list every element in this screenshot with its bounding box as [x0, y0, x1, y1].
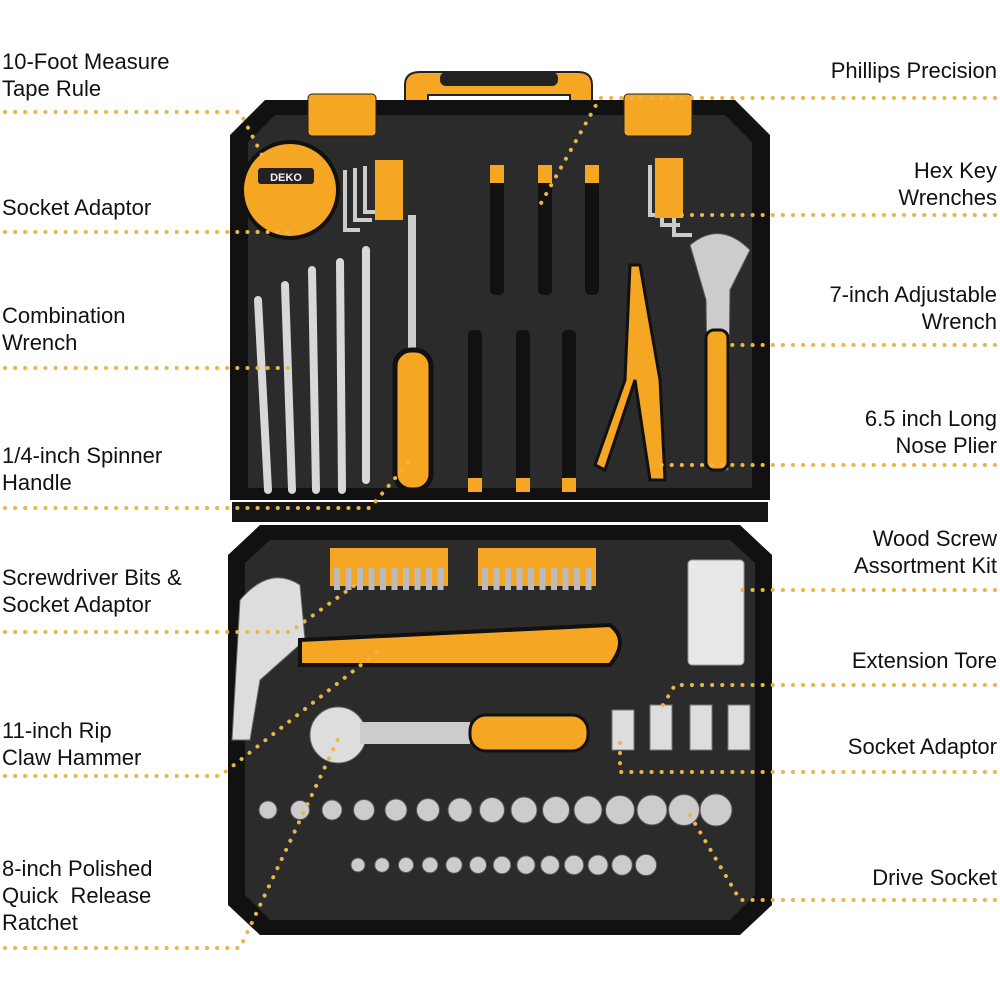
screwdriver-bit — [574, 568, 580, 590]
pliers — [593, 263, 667, 482]
small-socket — [374, 857, 390, 873]
small-socket — [540, 855, 560, 875]
leader-extension — [658, 683, 997, 712]
drive-socket — [321, 799, 343, 821]
screwdriver-bit — [539, 568, 546, 590]
latch-left — [307, 93, 377, 137]
small-socket — [397, 856, 415, 874]
screwdriver-bit — [505, 568, 511, 590]
drive-socket — [573, 795, 603, 825]
drive-socket — [416, 798, 440, 822]
label-extension: Extension Tore — [851, 648, 997, 673]
drive-socket — [699, 793, 733, 827]
small-socket — [587, 854, 609, 876]
small-socket — [445, 856, 463, 874]
screwdriver-bit — [493, 568, 500, 590]
small-socket — [350, 857, 366, 873]
drive-socket — [479, 797, 505, 823]
latch-right — [623, 93, 693, 137]
drive-socket — [636, 794, 668, 826]
screwdriver-bit — [414, 568, 421, 590]
label-long-nose-plier: 6.5 inch Long Nose Plier — [864, 406, 997, 458]
label-socket-adaptor-right: Socket Adaptor — [847, 734, 997, 759]
drive-socket — [542, 796, 570, 824]
drive-socket — [290, 800, 310, 820]
brand-logo-text: DEKO — [270, 172, 302, 184]
ratchet-handle — [468, 713, 590, 753]
label-screwdriver-bits: Screwdriver Bits & Socket Adaptor — [2, 565, 182, 617]
drive-socket — [510, 796, 538, 824]
label-drive-socket: Drive Socket — [872, 865, 997, 890]
screwdriver-bit — [562, 568, 569, 590]
small-socket — [469, 856, 487, 874]
screwdriver-bit — [334, 568, 340, 590]
label-wood-screw-kit: Wood Screw Assortment Kit — [853, 526, 997, 578]
screwdriver-bit — [345, 568, 352, 590]
label-socket-adaptor: Socket Adaptor — [2, 195, 152, 220]
label-adjustable-wrench: 7-inch Adjustable Wrench — [829, 282, 997, 334]
screw-kit — [687, 559, 745, 666]
small-socket — [634, 853, 658, 877]
leader-tape — [3, 110, 264, 157]
label-phillips-precision: Phillips Precision — [830, 58, 997, 83]
tape-measure — [240, 140, 340, 240]
small-socket — [421, 856, 439, 874]
screwdriver-bit — [391, 568, 398, 590]
screwdriver-bit — [368, 568, 375, 590]
small-socket — [516, 855, 536, 875]
drive-socket — [258, 800, 278, 820]
label-combination-wrench: Combination Wrench — [2, 303, 126, 355]
leader-phillips — [538, 96, 997, 207]
small-socket — [563, 854, 585, 876]
small-socket — [492, 855, 512, 875]
leader-hammer — [3, 648, 382, 778]
screwdriver-bit — [426, 568, 432, 590]
screwdriver-bit — [403, 568, 409, 590]
label-claw-hammer: 11-inch Rip Claw Hammer — [2, 718, 142, 770]
spinner-handle — [392, 347, 434, 493]
label-measure-tape: 10-Foot Measure Tape Rule — [2, 49, 170, 101]
screwdriver-bit — [551, 568, 557, 590]
label-ratchet: 8-inch Polished Quick Release Ratchet — [2, 856, 153, 935]
small-socket — [611, 854, 633, 876]
screwdriver-bit — [585, 568, 592, 590]
screwdriver-bit — [482, 568, 488, 590]
screwdriver-bit — [437, 568, 444, 590]
drive-socket — [605, 795, 635, 825]
drive-socket — [384, 798, 408, 822]
leader-socket-adaptor-bottom — [618, 733, 997, 774]
label-hex-key: Hex Key Wrenches — [898, 158, 997, 210]
screwdriver-bit — [357, 568, 363, 590]
drive-socket — [447, 797, 473, 823]
hammer-head — [231, 577, 306, 741]
hammer-handle — [298, 622, 622, 667]
screwdriver-bit — [380, 568, 386, 590]
leader-spinner — [3, 456, 414, 510]
drive-socket — [353, 799, 375, 821]
screwdriver-bit — [516, 568, 523, 590]
screwdriver-bit — [528, 568, 534, 590]
label-spinner-handle: 1/4-inch Spinner Handle — [2, 443, 163, 495]
